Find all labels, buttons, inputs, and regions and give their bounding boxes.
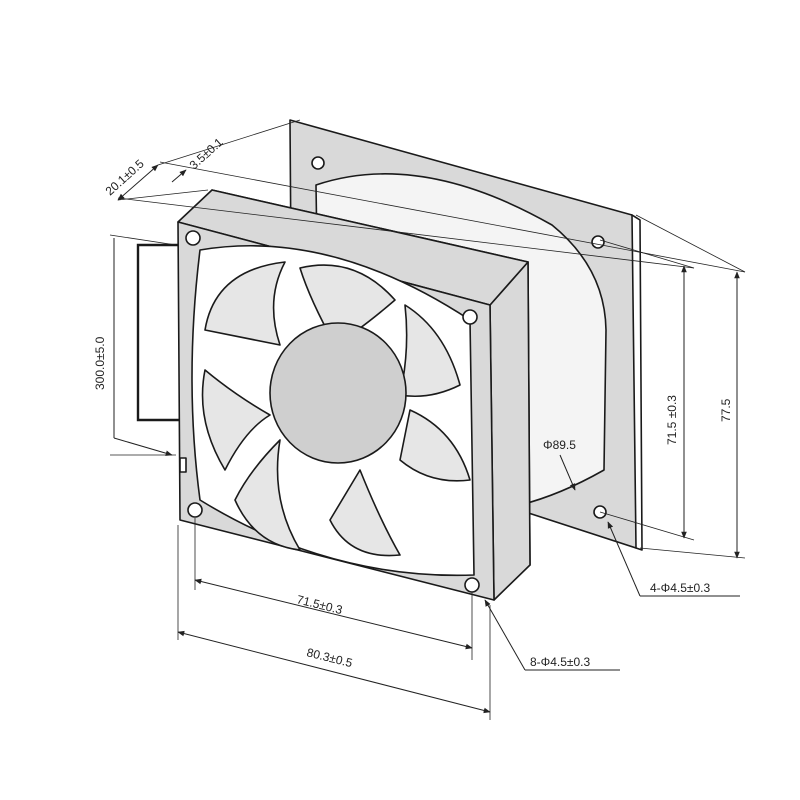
fan-hole-top-left: [185, 230, 201, 246]
fan-blades: [201, 261, 471, 557]
fan-hole-top-right: [462, 309, 478, 325]
guard-hole-top-left: [311, 156, 325, 170]
fan-hole-bottom-right: [464, 577, 480, 593]
fan-cable: [136, 243, 187, 473]
guard-hole-top-right: [591, 235, 605, 249]
depth-label: 20.1±0.5: [103, 156, 147, 198]
fan-hole-bottom-left: [187, 502, 203, 518]
outer-side-label: 77.5: [719, 398, 733, 422]
guard-holes-label: 4-Φ4.5±0.3: [650, 581, 711, 595]
fan-holes-label: 8-Φ4.5±0.3: [530, 655, 591, 669]
diameter-label: Φ89.5: [543, 438, 576, 452]
fan-hub: [269, 322, 407, 464]
hole-spacing-bottom-label: 71.5±0.3: [295, 592, 344, 617]
cable-length-label: 300.0±5.0: [93, 336, 107, 390]
dimension-lines: [109, 119, 746, 720]
flange-label: 3.5±0.1: [187, 135, 226, 172]
hole-spacing-side-label: 71.5 ±0.3: [665, 395, 679, 445]
